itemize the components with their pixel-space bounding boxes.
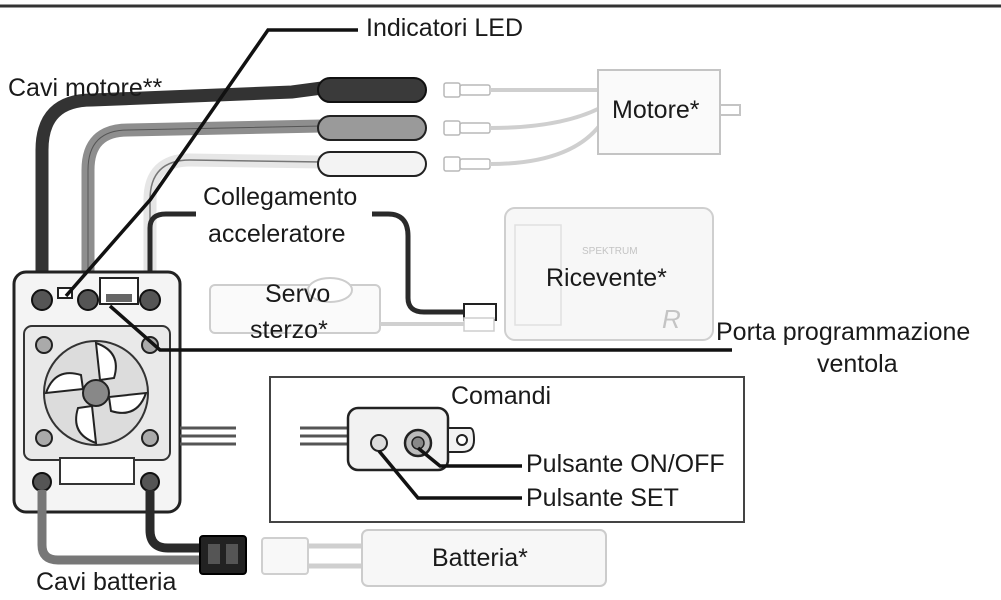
motor: Motore* bbox=[597, 69, 741, 155]
servo-label-1: Servo bbox=[265, 280, 330, 308]
esc-unit bbox=[12, 270, 236, 514]
battery-wires-label: Cavi batteria bbox=[36, 568, 176, 595]
servo-plug bbox=[463, 317, 495, 332]
esc-control-wires bbox=[180, 426, 236, 446]
motor-wires-label: Cavi motore** bbox=[8, 74, 162, 102]
set-button-label: Pulsante SET bbox=[526, 484, 679, 512]
on-off-label: Pulsante ON/OFF bbox=[526, 450, 725, 478]
controls-panel: Comandi Pulsante ON/OFF Pulsante SET bbox=[269, 376, 745, 523]
esc-fan bbox=[43, 340, 149, 446]
leader-lines bbox=[64, 28, 732, 500]
esc-battery-terminal-pos bbox=[140, 472, 160, 492]
esc-label-plate bbox=[59, 457, 135, 485]
set-leader-line bbox=[377, 449, 522, 500]
receiver-logo: R bbox=[662, 304, 681, 334]
throttle-connection-label-1: Collegamento bbox=[203, 183, 357, 211]
receiver-label: Ricevente* bbox=[546, 264, 667, 292]
servo-label-2: sterzo* bbox=[250, 316, 328, 344]
servo-horn bbox=[307, 277, 353, 303]
fan-port-leader-line bbox=[108, 304, 732, 352]
fan-port-label-2: ventola bbox=[817, 350, 898, 378]
battery-wire-black bbox=[145, 490, 208, 553]
esc-battery-terminal-neg bbox=[32, 472, 52, 492]
controls-label: Comandi bbox=[451, 382, 551, 410]
fan-port-label-1: Porta programmazione bbox=[716, 318, 970, 346]
throttle-connection: Collegamento acceleratore bbox=[147, 183, 497, 321]
motor-wire-sleeve-mid bbox=[317, 115, 427, 141]
battery-wire-grey bbox=[37, 490, 208, 565]
set-button[interactable] bbox=[370, 434, 388, 452]
motor-shaft bbox=[719, 104, 741, 116]
receiver-brand-text: SPEKTRUM bbox=[582, 246, 638, 257]
led-leader-line bbox=[64, 28, 358, 298]
steering-servo: Servo sterzo* bbox=[209, 277, 495, 344]
esc-motor-terminals bbox=[31, 289, 161, 311]
receiver: SPEKTRUM R Ricevente* bbox=[504, 207, 714, 341]
battery-connector bbox=[261, 537, 309, 575]
motor-wire-sleeve-light bbox=[317, 151, 427, 177]
motor-body bbox=[597, 69, 721, 155]
motor-wire-dark bbox=[35, 81, 323, 300]
bullet-connectors bbox=[443, 82, 491, 172]
battery-label: Batteria* bbox=[432, 544, 528, 572]
on-off-leader-line bbox=[416, 446, 522, 468]
battery-body bbox=[361, 529, 607, 587]
motor-wire-sleeve-dark bbox=[317, 77, 427, 103]
motor-leads bbox=[489, 88, 602, 166]
esc-led bbox=[57, 287, 73, 299]
esc-screws bbox=[35, 336, 159, 447]
throttle-connection-label-2: acceleratore bbox=[208, 220, 346, 248]
motor-label: Motore* bbox=[612, 96, 700, 124]
led-indicators-label: Indicatori LED bbox=[366, 14, 523, 42]
receiver-body bbox=[504, 207, 714, 341]
battery: Batteria* bbox=[361, 529, 607, 587]
throttle-wire bbox=[147, 211, 466, 315]
battery-wires: Cavi batteria bbox=[36, 490, 362, 596]
battery-connector-esc bbox=[199, 535, 247, 575]
